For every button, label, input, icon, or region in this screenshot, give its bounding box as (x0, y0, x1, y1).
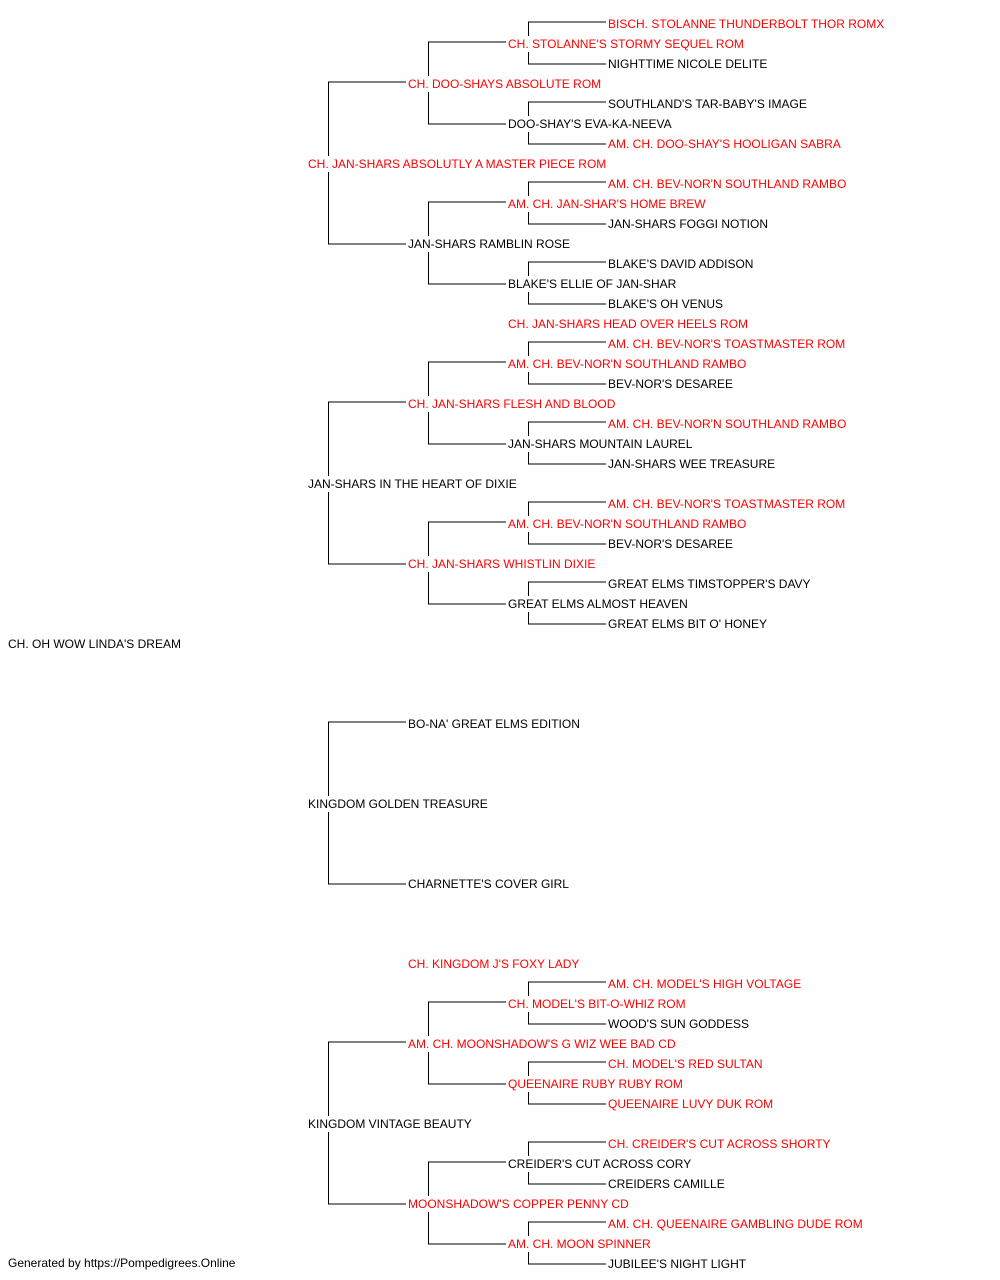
pedigree-name-ddss: CH. MODEL'S BIT-O-WHIZ ROM (508, 997, 686, 1011)
pedigree-name-sssd: DOO-SHAY'S EVA-KA-NEEVA (508, 117, 672, 131)
pedigree-name-ssdss: AM. CH. BEV-NOR'N SOUTHLAND RAMBO (608, 177, 846, 191)
pedigree-name-ddd: MOONSHADOW'S COPPER PENNY CD (408, 1197, 629, 1211)
pedigree-name-sdsd: JAN-SHARS MOUNTAIN LAUREL (508, 437, 693, 451)
pedigree-name-dog: CH. OH WOW LINDA'S DREAM (8, 637, 181, 651)
pedigree-name-ssdd: BLAKE'S ELLIE OF JAN-SHAR (508, 277, 677, 291)
pedigree-name-ssssd: NIGHTTIME NICOLE DELITE (608, 57, 767, 71)
pedigree-name-ds: KINGDOM GOLDEN TREASURE (308, 797, 488, 811)
pedigree-name-sddd: GREAT ELMS ALMOST HEAVEN (508, 597, 688, 611)
pedigree-name-sdsss: AM. CH. BEV-NOR'S TOASTMASTER ROM (608, 337, 845, 351)
pedigree-name-sddss: AM. CH. BEV-NOR'S TOASTMASTER ROM (608, 497, 845, 511)
pedigree-name-sdssd: BEV-NOR'S DESAREE (608, 377, 733, 391)
pedigree-name-sdds: AM. CH. BEV-NOR'N SOUTHLAND RAMBO (508, 517, 746, 531)
pedigree-name-ssd: JAN-SHARS RAMBLIN ROSE (408, 237, 570, 251)
pedigree-name-sd: JAN-SHARS IN THE HEART OF DIXIE (308, 477, 517, 491)
pedigree-name-ddsdd: QUEENAIRE LUVY DUK ROM (608, 1097, 773, 1111)
pedigree-name-sdddd: GREAT ELMS BIT O' HONEY (608, 617, 767, 631)
pedigree-name-ssdds: BLAKE'S DAVID ADDISON (608, 257, 753, 271)
pedigree-name-ddds: CREIDER'S CUT ACROSS CORY (508, 1157, 691, 1171)
pedigree-name-dss: BO-NA' GREAT ELMS EDITION (408, 717, 580, 731)
pedigree-name-ddsd: QUEENAIRE RUBY RUBY ROM (508, 1077, 683, 1091)
pedigree-name-sdsds: AM. CH. BEV-NOR'N SOUTHLAND RAMBO (608, 417, 846, 431)
pedigree-name-sddsd: BEV-NOR'S DESAREE (608, 537, 733, 551)
pedigree-name-ddssd: WOOD'S SUN GODDESS (608, 1017, 749, 1031)
pedigree-name-sssdd: AM. CH. DOO-SHAY'S HOOLIGAN SABRA (608, 137, 841, 151)
pedigree-name-ddsss: AM. CH. MODEL'S HIGH VOLTAGE (608, 977, 801, 991)
pedigree-name-sss: CH. DOO-SHAYS ABSOLUTE ROM (408, 77, 601, 91)
pedigree-name-sssds: SOUTHLAND'S TAR-BABY'S IMAGE (608, 97, 807, 111)
pedigree-name-dddss: CH. CREIDER'S CUT ACROSS SHORTY (608, 1137, 831, 1151)
pedigree-name-ddddd: JUBILEE'S NIGHT LIGHT (608, 1257, 747, 1271)
pedigree-name-sdd: CH. JAN-SHARS WHISTLIN DIXIE (408, 557, 595, 571)
pedigree-name-ss: CH. JAN-SHARS ABSOLUTLY A MASTER PIECE R… (308, 157, 606, 171)
pedigree-name-dddds: AM. CH. QUEENAIRE GAMBLING DUDE ROM (608, 1217, 863, 1231)
footer-credit: Generated by https://Pompedigrees.Online (8, 1256, 236, 1270)
pedigree-name-ddsds: CH. MODEL'S RED SULTAN (608, 1057, 763, 1071)
pedigree-name-dam: CH. KINGDOM J'S FOXY LADY (408, 957, 579, 971)
pedigree-name-dsd: CHARNETTE'S COVER GIRL (408, 877, 569, 891)
pedigree-name-sddds: GREAT ELMS TIMSTOPPER'S DAVY (608, 577, 811, 591)
pedigree-name-dddsd: CREIDERS CAMILLE (608, 1177, 725, 1191)
pedigree-names: CH. OH WOW LINDA'S DREAM CH. JAN-SHARS HE… (8, 17, 884, 1271)
pedigree-name-sdsdd: JAN-SHARS WEE TREASURE (608, 457, 775, 471)
pedigree-name-dddd: AM. CH. MOON SPINNER (508, 1237, 651, 1251)
pedigree-name-dds: AM. CH. MOONSHADOW'S G WIZ WEE BAD CD (408, 1037, 676, 1051)
pedigree-name-ssdsd: JAN-SHARS FOGGI NOTION (608, 217, 768, 231)
pedigree-name-sds: CH. JAN-SHARS FLESH AND BLOOD (408, 397, 616, 411)
pedigree-name-sdss: AM. CH. BEV-NOR'N SOUTHLAND RAMBO (508, 357, 746, 371)
pedigree-connectors (328, 21, 606, 1265)
pedigree-name-sssss: BISCH. STOLANNE THUNDERBOLT THOR ROMX (608, 17, 884, 31)
pedigree-name-sire: CH. JAN-SHARS HEAD OVER HEELS ROM (508, 317, 748, 331)
pedigree-name-dd: KINGDOM VINTAGE BEAUTY (308, 1117, 472, 1131)
pedigree-name-ssss: CH. STOLANNE'S STORMY SEQUEL ROM (508, 37, 744, 51)
pedigree-name-ssds: AM. CH. JAN-SHAR'S HOME BREW (508, 197, 706, 211)
pedigree-name-ssddd: BLAKE'S OH VENUS (608, 297, 723, 311)
